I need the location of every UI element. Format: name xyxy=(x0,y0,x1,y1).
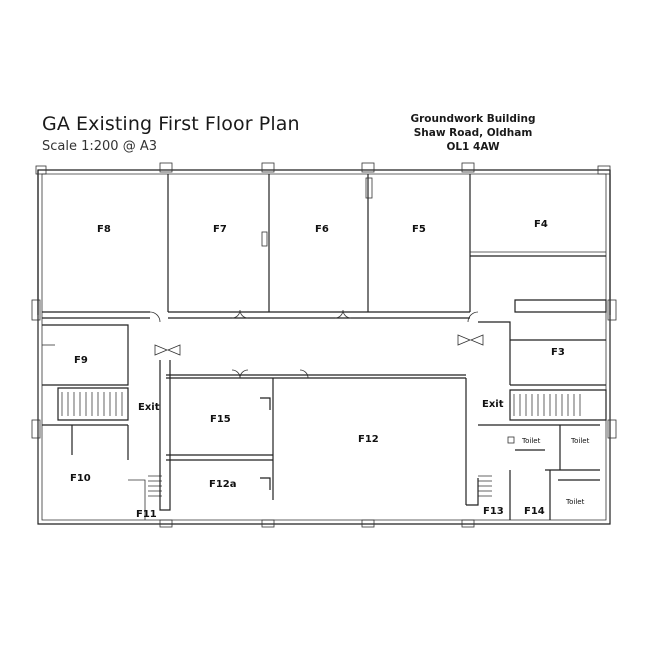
outer-walls xyxy=(31,162,617,528)
room-f7-label: F7 xyxy=(213,224,227,235)
toilet-label-1: Toilet xyxy=(521,437,541,445)
room-f13-label: F13 xyxy=(483,506,504,517)
top-room-partitions xyxy=(42,174,607,319)
exit-right-label: Exit xyxy=(482,399,504,410)
plan-title: GA Existing First Floor Plan xyxy=(42,113,300,135)
toilet-label-2: Toilet xyxy=(570,437,590,445)
room-f15-label: F15 xyxy=(210,414,231,425)
corridor-doors xyxy=(149,309,484,379)
room-f9-label: F9 xyxy=(74,355,88,366)
address-line-2: Shaw Road, Oldham xyxy=(413,127,533,139)
room-f3-label: F3 xyxy=(551,347,565,358)
room-f14-label: F14 xyxy=(524,506,545,517)
room-f10-label: F10 xyxy=(70,473,91,484)
room-f4-label: F4 xyxy=(534,219,548,230)
room-f8-label: F8 xyxy=(97,224,111,235)
room-f5-label: F5 xyxy=(412,224,426,235)
exit-left-label: Exit xyxy=(138,402,160,413)
spiral-stair-left xyxy=(148,475,162,497)
room-f6-label: F6 xyxy=(315,224,329,235)
plan-scale: Scale 1:200 @ A3 xyxy=(42,139,158,154)
address-line-1: Groundwork Building xyxy=(410,113,536,125)
room-f11-label: F11 xyxy=(136,509,157,520)
room-f12-label: F12 xyxy=(358,434,379,445)
room-f12a-label: F12a xyxy=(209,479,237,490)
spiral-stair-right xyxy=(478,475,492,497)
stairs-right xyxy=(513,394,581,416)
lower-room-partitions xyxy=(42,321,607,520)
toilet-label-3: Toilet xyxy=(565,498,585,506)
stairs-left xyxy=(61,392,123,416)
address-line-3: OL1 4AW xyxy=(446,141,500,153)
address-block: Groundwork Building Shaw Road, Oldham OL… xyxy=(398,112,548,154)
